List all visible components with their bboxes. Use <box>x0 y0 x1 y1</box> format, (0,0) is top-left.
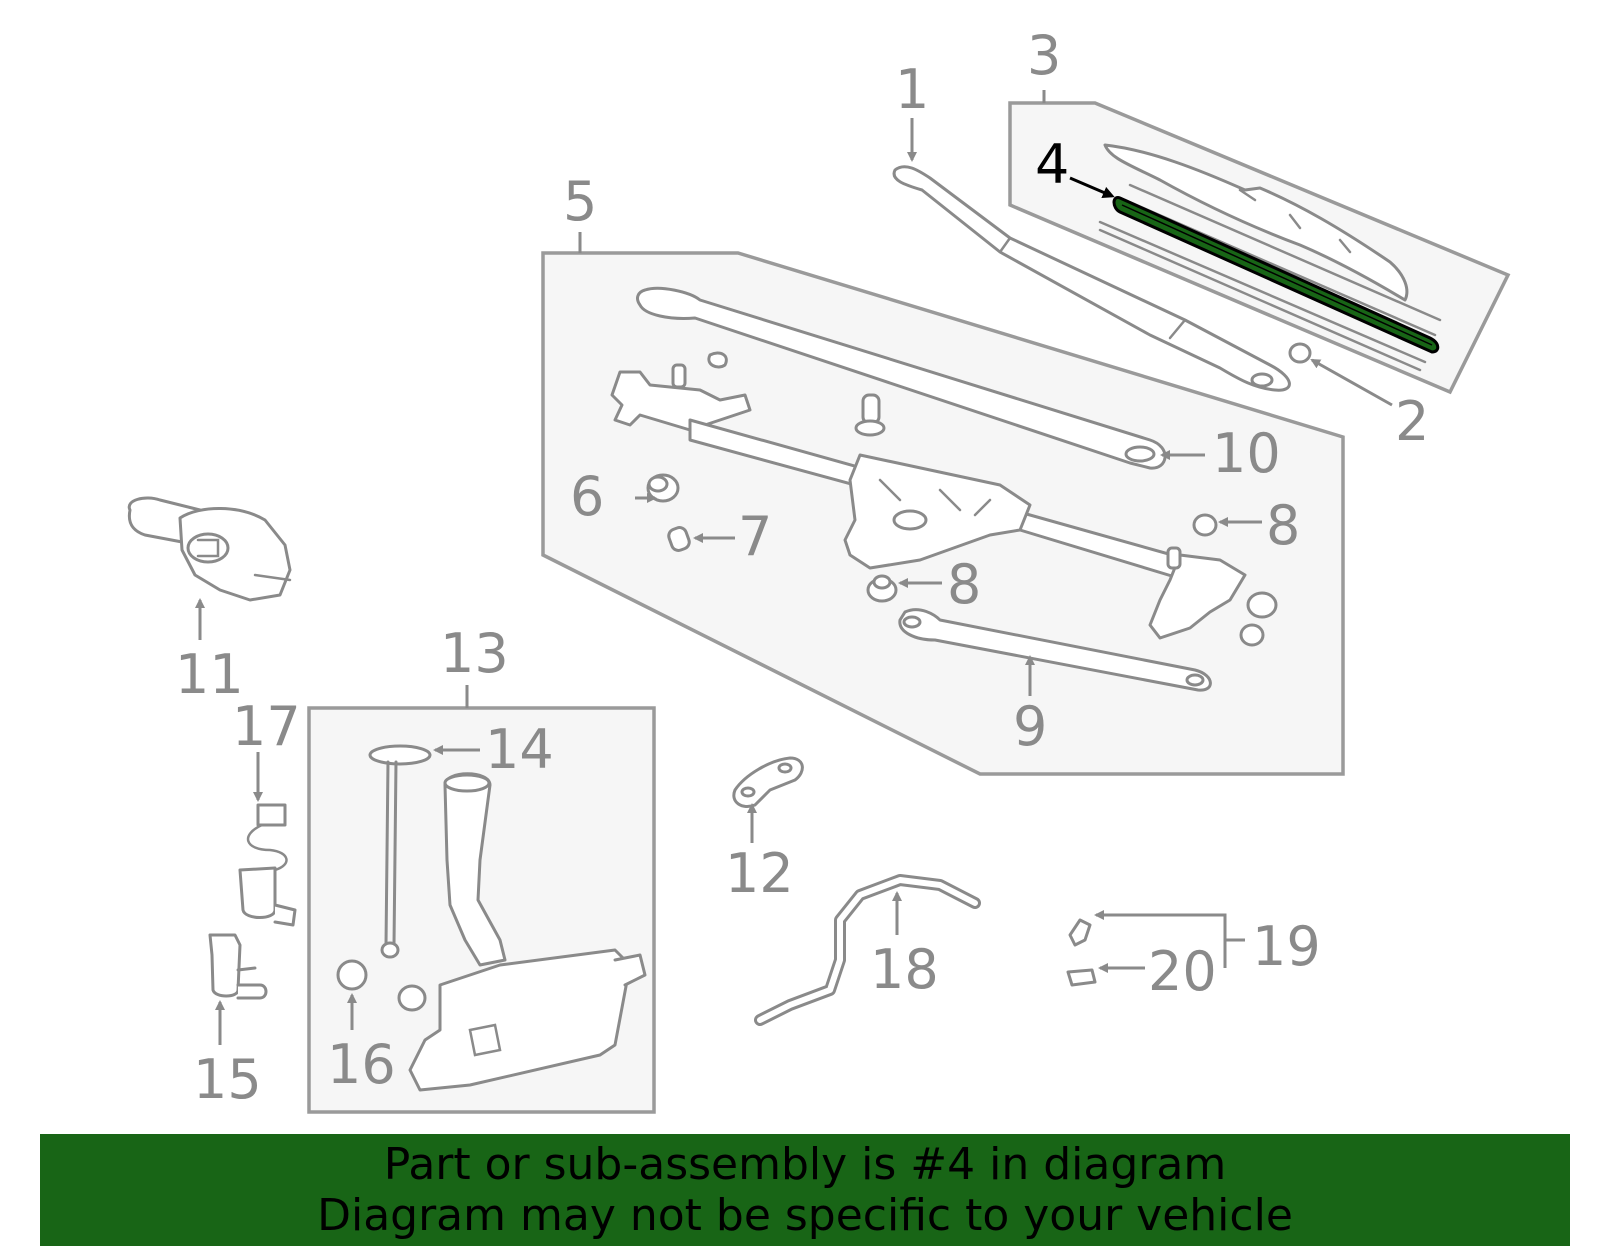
callout-8-upper: 8 <box>1266 494 1300 557</box>
callout-17: 17 <box>232 695 301 758</box>
callout-2: 2 <box>1395 390 1429 453</box>
callout-19: 19 <box>1252 915 1321 978</box>
callout-18: 18 <box>870 938 939 1001</box>
callout-4: 4 <box>1035 133 1069 196</box>
callout-16: 16 <box>327 1033 396 1096</box>
washer-bracket[interactable] <box>732 756 804 808</box>
callout-6: 6 <box>570 465 604 528</box>
pivot-cap[interactable] <box>667 526 691 553</box>
hose-clip-small[interactable] <box>1066 968 1097 987</box>
wiper-arm[interactable] <box>892 165 1291 392</box>
arm-cap[interactable] <box>1288 342 1312 364</box>
callout-13: 13 <box>440 622 509 685</box>
callout-7: 7 <box>738 505 772 568</box>
link-rod[interactable] <box>898 608 1212 692</box>
wiper-blade-refill[interactable] <box>1112 196 1440 354</box>
hose-clip[interactable] <box>1068 918 1092 947</box>
callout-3: 3 <box>1027 24 1061 87</box>
wiper-motor[interactable] <box>127 496 292 602</box>
callout-8-lower: 8 <box>947 553 981 616</box>
callout-15: 15 <box>193 1048 262 1111</box>
callout-labels: 1 2 3 4 5 6 7 8 8 9 10 11 12 13 14 15 16… <box>175 24 1429 1111</box>
callout-14: 14 <box>485 718 554 781</box>
wiper-linkage-assembly[interactable] <box>610 286 1278 647</box>
callout-11: 11 <box>175 643 244 706</box>
washer-reservoir[interactable] <box>408 772 647 1092</box>
leader-lines <box>195 118 1393 1045</box>
nut-lower[interactable] <box>866 574 898 603</box>
washer-pump[interactable] <box>208 933 268 1000</box>
callout-9: 9 <box>1013 695 1047 758</box>
nut-upper[interactable] <box>1192 513 1218 537</box>
washer-pump-harness[interactable] <box>238 803 297 927</box>
callout-10: 10 <box>1212 422 1281 485</box>
callout-12: 12 <box>725 842 794 905</box>
callout-20: 20 <box>1148 940 1217 1003</box>
grommet[interactable] <box>336 959 427 1012</box>
callout-5: 5 <box>563 170 597 233</box>
level-sensor[interactable] <box>368 744 432 959</box>
banner-line-2: Diagram may not be specific to your vehi… <box>317 1190 1293 1241</box>
washer-hose[interactable] <box>754 874 981 1026</box>
info-banner: Part or sub-assembly is #4 in diagram Di… <box>40 1134 1570 1246</box>
banner-line-1: Part or sub-assembly is #4 in diagram <box>383 1139 1227 1190</box>
callout-1: 1 <box>895 58 929 121</box>
